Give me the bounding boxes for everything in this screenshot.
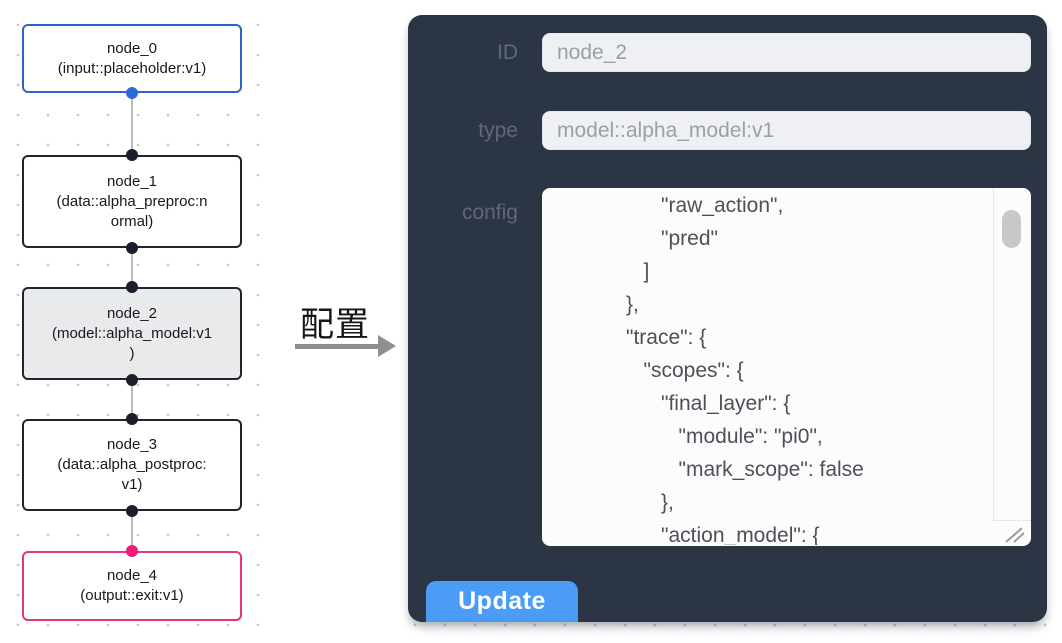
node-title: node_3 [106,436,158,453]
node-subtitle: (input::placeholder:v1) [57,59,207,77]
type-input[interactable] [542,111,1031,150]
type-field-label: type [478,119,518,142]
node-title: node_4 [106,567,158,584]
node-title: node_1 [106,172,158,190]
edge-node1-node2 [131,248,133,287]
port-node1-in[interactable] [126,149,138,161]
port-node2-in[interactable] [126,281,138,293]
scrollbar-thumb[interactable] [1002,210,1021,248]
config-textarea[interactable]: "raw_action", "pred" ] }, "trace": { "sc… [542,188,1031,546]
scrollbar-track-end [993,520,1031,521]
node-config-panel: ID type config "raw_action", "pred" ] },… [408,15,1047,622]
node-title: node_0 [106,39,158,57]
edge-node2-node3 [131,380,133,419]
port-node3-in[interactable] [126,413,138,425]
port-node1-out[interactable] [126,242,138,254]
edge-node3-node4 [131,511,133,551]
node-subtitle: (model::alpha_model:v1 ) [51,324,213,362]
port-node4-in[interactable] [126,545,138,557]
update-button[interactable]: Update [426,581,578,622]
node-subtitle: (output::exit:v1) [80,587,184,604]
node-subtitle: (data::alpha_preproc:n ormal) [56,192,208,230]
flow-node-4[interactable]: node_4 (output::exit:v1) [22,551,242,621]
id-field-label: ID [497,41,518,64]
flow-node-1[interactable]: node_1 (data::alpha_preproc:n ormal) [22,155,242,248]
node-subtitle: (data::alpha_postproc: v1) [57,456,207,493]
arrow-head-icon [378,335,396,357]
config-field-label: config [461,201,518,224]
port-node0-out[interactable] [126,87,138,99]
port-node2-out[interactable] [126,374,138,386]
node-title: node_2 [106,304,158,322]
port-node3-out[interactable] [126,505,138,517]
arrow-right-icon [295,344,379,349]
edge-node0-node1 [131,93,133,155]
configure-label: 配置 [300,306,370,344]
id-input[interactable] [542,33,1031,72]
flow-node-2-selected[interactable]: node_2 (model::alpha_model:v1 ) [22,287,242,380]
scrollbar-track[interactable] [993,188,994,520]
flow-node-3[interactable]: node_3 (data::alpha_postproc: v1) [22,419,242,511]
resize-handle-icon[interactable] [1000,524,1028,544]
flow-node-0[interactable]: node_0 (input::placeholder:v1) [22,24,242,93]
config-json-text: "raw_action", "pred" ] }, "trace": { "sc… [626,194,864,545]
